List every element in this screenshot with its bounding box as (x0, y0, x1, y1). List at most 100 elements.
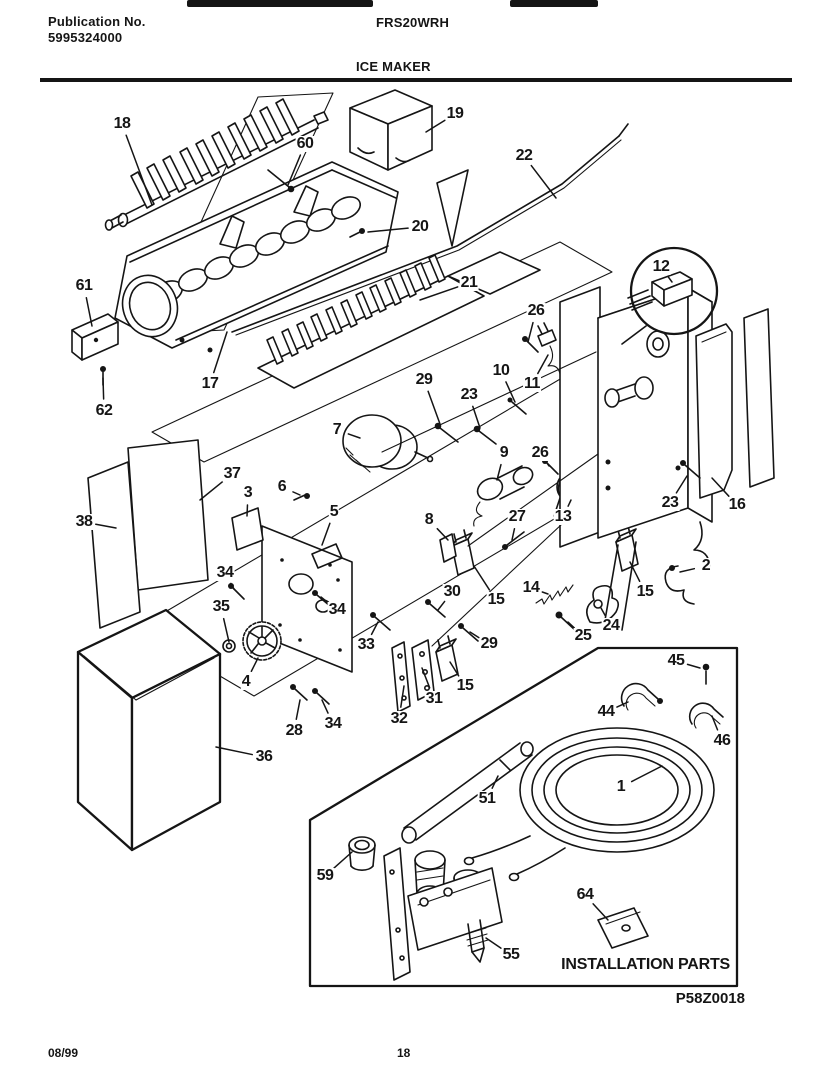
part-callout-38: 38 (74, 513, 94, 530)
leader-line-35 (222, 617, 230, 643)
leader-line-7 (347, 433, 361, 439)
part-callout-24: 24 (601, 617, 621, 634)
part-callout-64: 64 (575, 886, 595, 903)
leader-line-15 (629, 561, 641, 583)
leader-line-29 (469, 631, 480, 639)
part-callout-44: 44 (596, 703, 616, 720)
tubing-coil-1 (463, 727, 715, 882)
part-callout-22: 22 (514, 147, 534, 164)
part-callout-27: 27 (507, 508, 527, 525)
part-callout-23: 23 (660, 494, 680, 511)
bracket-64 (597, 907, 649, 949)
part-callout-34: 34 (327, 601, 347, 618)
leader-line-64 (592, 903, 609, 921)
leader-line-44 (616, 701, 629, 708)
part-callout-4: 4 (240, 673, 252, 690)
leader-line-12 (667, 275, 673, 283)
leader-line-24 (600, 607, 606, 617)
part-callout-62: 62 (94, 402, 114, 419)
leader-line-23 (675, 475, 688, 494)
part-callout-51: 51 (477, 790, 497, 807)
part-callout-35: 35 (211, 598, 231, 615)
part-callout-29: 29 (414, 371, 434, 388)
part-callout-26: 26 (526, 302, 546, 319)
part-callout-10: 10 (491, 362, 511, 379)
part-callout-14: 14 (521, 579, 541, 596)
clipped-text-fragment-1 (187, 0, 373, 7)
model-number: FRS20WRH (376, 15, 450, 30)
leader-line-26 (546, 462, 550, 467)
footer-page-number: 18 (397, 1046, 411, 1060)
part-callout-6: 6 (276, 478, 288, 495)
leader-line-33 (370, 621, 379, 636)
footer-date: 08/99 (48, 1046, 79, 1060)
header-rule (40, 78, 792, 82)
part-callout-20: 20 (410, 218, 430, 235)
bushing-59 (348, 836, 376, 872)
leader-line-16 (711, 477, 730, 497)
leader-line-8 (436, 527, 449, 541)
leader-line-36 (215, 746, 254, 756)
leader-line-34 (321, 699, 329, 714)
cover-bracket-19 (349, 89, 433, 171)
harness-clip-11 (507, 322, 561, 415)
part-callout-59: 59 (315, 867, 335, 884)
part-callout-11: 11 (523, 375, 541, 392)
part-callout-33: 33 (356, 636, 376, 653)
part-callout-31: 31 (424, 690, 444, 707)
leader-line-26 (527, 321, 534, 343)
part-callout-12: 12 (651, 258, 671, 275)
leader-line-21 (419, 286, 459, 301)
part-callout-17: 17 (200, 375, 220, 392)
leader-line-37 (199, 480, 224, 501)
part-callout-30: 30 (442, 583, 462, 600)
publication-label: Publication No. (48, 14, 146, 29)
bracket-61 (71, 313, 119, 361)
part-callout-34: 34 (215, 564, 235, 581)
part-callout-23: 23 (459, 386, 479, 403)
publication-number: 5995324000 (48, 30, 123, 45)
part-callout-29: 29 (479, 635, 499, 652)
tube-51 (401, 741, 534, 844)
diagram-code: P58Z0018 (675, 990, 745, 1007)
water-valve-55 (383, 847, 503, 981)
leader-line-45 (686, 663, 701, 669)
part-callout-1: 1 (615, 778, 627, 795)
part-callout-45: 45 (666, 652, 686, 669)
fin-plate-21 (257, 251, 541, 389)
leader-line-9 (496, 463, 502, 481)
leader-line-13 (567, 499, 572, 507)
support-plate-5 (87, 439, 353, 673)
leader-line-51 (491, 775, 499, 789)
section-title: ICE MAKER (356, 59, 431, 74)
leader-line-14 (541, 591, 549, 595)
part-callout-15: 15 (455, 677, 475, 694)
leader-line-22 (530, 164, 557, 199)
clamps-44-46 (620, 663, 724, 729)
leader-line-5 (321, 522, 331, 546)
leader-line-38 (95, 523, 117, 529)
part-callout-36: 36 (254, 748, 274, 765)
part-callout-13: 13 (553, 508, 573, 525)
leader-line-29 (427, 390, 441, 425)
leader-line-31 (421, 667, 431, 689)
control-module-16 (381, 246, 775, 647)
part-callout-37: 37 (222, 465, 242, 482)
leader-line-30 (437, 600, 446, 611)
leader-line-2 (679, 567, 696, 573)
leader-line-46 (711, 715, 719, 731)
installation-parts-box (308, 646, 739, 988)
part-callout-16: 16 (727, 496, 747, 513)
leader-line-28 (295, 699, 301, 720)
leader-line-61 (85, 297, 93, 327)
part-callout-34: 34 (323, 715, 343, 732)
part-callout-7: 7 (331, 421, 343, 438)
leader-line-55 (485, 937, 502, 950)
part-callout-8: 8 (423, 511, 435, 528)
leader-line-6 (292, 491, 301, 496)
installation-parts-label: INSTALLATION PARTS (561, 956, 730, 973)
part-callout-19: 19 (445, 105, 465, 122)
leader-line-11 (537, 354, 549, 375)
part-callout-60: 60 (295, 135, 315, 152)
